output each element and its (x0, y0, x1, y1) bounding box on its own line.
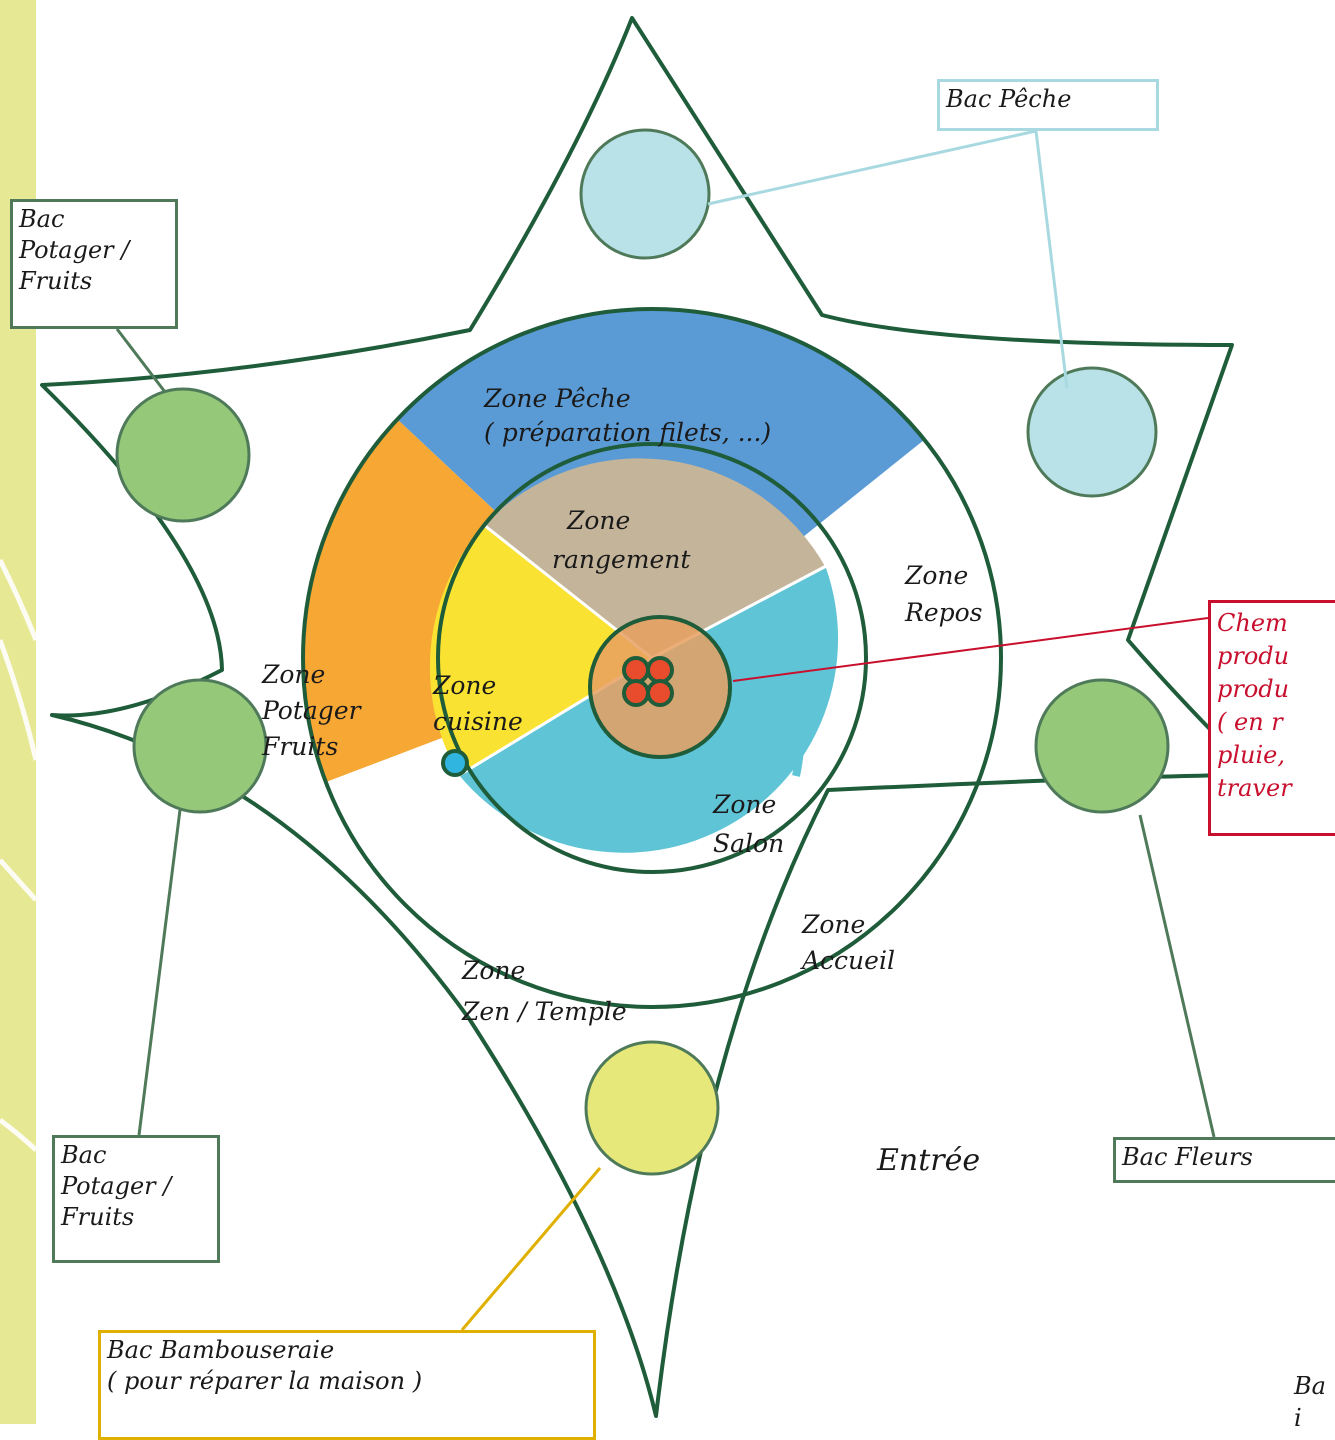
chemin-label: Chem produ produ ( en r pluie, traver (1208, 600, 1335, 836)
outer-ring (301, 307, 1003, 1009)
sector-rangement (484, 458, 826, 658)
zone-cuisine-label: Zone cuisine (432, 671, 523, 736)
bac-bambou-label: Bac Bambouseraie ( pour réparer la maiso… (98, 1330, 596, 1440)
water-point-icon (441, 749, 469, 777)
bac-peche-right-circle (1026, 366, 1158, 498)
chimney-icon (622, 656, 674, 707)
bac-peche-top-circle (579, 128, 711, 260)
zone-potager-label: Zone Potager Fruits (261, 660, 369, 761)
bac-fleurs-circle (1034, 678, 1170, 814)
salon-extension (792, 747, 804, 777)
inner-ring (436, 442, 868, 874)
zone-rangement-label: Zone rangement (552, 506, 691, 574)
sector-cuisine (429, 525, 652, 775)
zone-zen-label: Zone Zen / Temple (461, 956, 627, 1026)
bac-potager-bottom-circle (132, 678, 268, 814)
zone-repos-label: Zone Repos (904, 561, 983, 627)
connector-lines (115, 129, 1216, 1331)
entree-label: Entrée (876, 1143, 980, 1178)
bac-bambou-circle (584, 1040, 720, 1176)
partial-label-bottom-right: Ba i (1294, 1372, 1326, 1432)
sidebar-decoration (0, 558, 39, 1152)
zone-peche-label: Zone Pêche ( préparation filets, ...) (483, 384, 771, 447)
zone-accueil-label: Zone Accueil (800, 910, 895, 975)
bac-potager-bottom-label: Bac Potager / Fruits (52, 1135, 220, 1263)
zone-salon-label: Zone Salon (712, 790, 784, 858)
bac-peche-label: Bac Pêche (937, 79, 1159, 131)
bac-fleurs-label: Bac Fleurs (1113, 1137, 1335, 1183)
bac-potager-top-label: Bac Potager / Fruits (10, 199, 178, 329)
bac-potager-top-circle (115, 387, 251, 523)
